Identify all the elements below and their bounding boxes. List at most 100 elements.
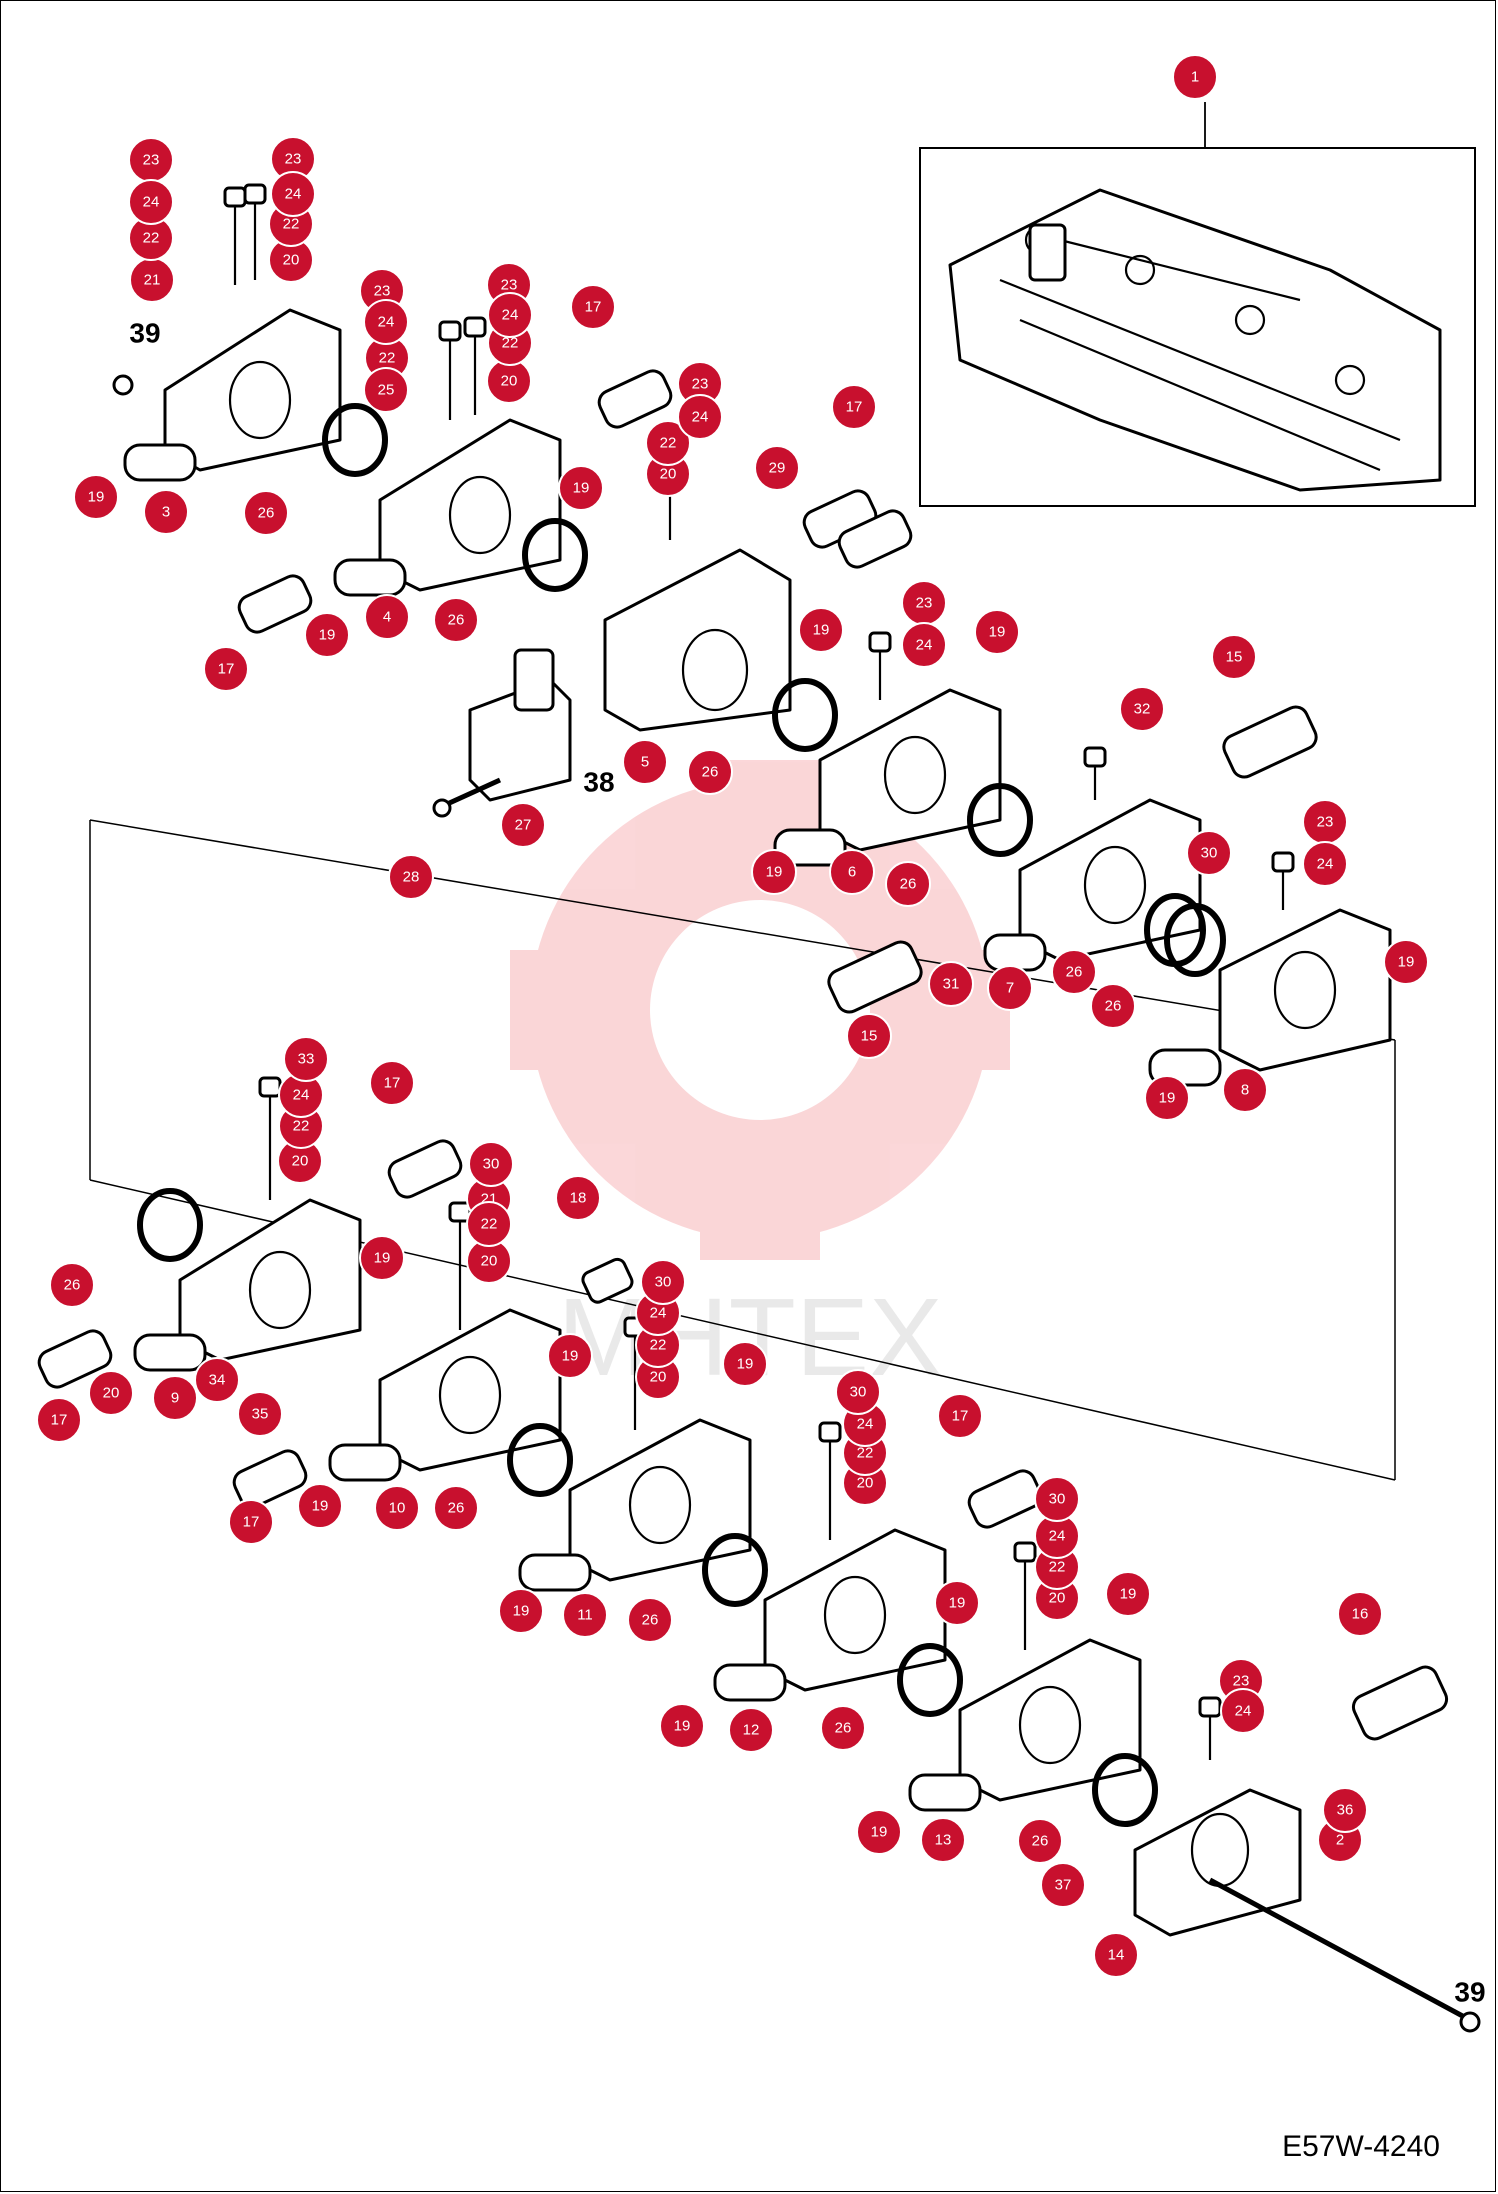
- callout-badge-24: 24: [1302, 841, 1348, 887]
- svg-text:10: 10: [389, 1500, 406, 1517]
- drawing-code: E57W-4240: [1282, 2130, 1440, 2163]
- callout-number-38: 38: [583, 767, 614, 798]
- svg-text:22: 22: [481, 1216, 498, 1233]
- callout-badge-19: 19: [751, 849, 797, 895]
- callout-badge-26: 26: [1090, 983, 1136, 1029]
- callout-badge-28: 28: [388, 854, 434, 900]
- callout-badge-30: 30: [835, 1369, 881, 1415]
- callout-badge-19: 19: [1144, 1075, 1190, 1121]
- callout-badge-17: 17: [369, 1060, 415, 1106]
- svg-text:19: 19: [871, 1824, 888, 1841]
- valve-section-14: [1133, 1788, 1481, 2033]
- svg-text:26: 26: [1105, 998, 1122, 1015]
- callout-badges: 1345678910111213142151516171717171717171…: [36, 54, 1429, 1978]
- callout-badge-22: 22: [128, 215, 174, 261]
- callout-badge-26: 26: [433, 597, 479, 643]
- callout-badge-24: 24: [363, 299, 409, 345]
- callout-badge-22: 22: [466, 1201, 512, 1247]
- callout-badge-19: 19: [1383, 939, 1429, 985]
- valve-section-5: [468, 548, 792, 802]
- svg-text:7: 7: [1006, 980, 1014, 997]
- svg-text:24: 24: [1317, 856, 1334, 873]
- valve-section-6: [773, 688, 1002, 867]
- svg-text:19: 19: [88, 489, 105, 506]
- callout-badge-24: 24: [270, 171, 316, 217]
- svg-text:19: 19: [674, 1718, 691, 1735]
- o-rings: [137, 403, 1226, 1827]
- callout-badge-35: 35: [237, 1391, 283, 1437]
- svg-text:23: 23: [501, 277, 518, 294]
- callout-badge-24: 24: [278, 1072, 324, 1118]
- callout-badge-26: 26: [433, 1485, 479, 1531]
- callout-badge-26: 26: [49, 1262, 95, 1308]
- callout-badge-16: 16: [1337, 1591, 1383, 1637]
- callout-badge-19: 19: [297, 1483, 343, 1529]
- svg-text:20: 20: [1049, 1590, 1066, 1607]
- callout-badge-20: 20: [466, 1238, 512, 1284]
- callout-badge-3: 3: [143, 489, 189, 535]
- callout-badge-24: 24: [128, 179, 174, 225]
- callout-badge-24: 24: [487, 292, 533, 338]
- valve-section-3: [123, 308, 342, 482]
- svg-text:26: 26: [1032, 1833, 1049, 1850]
- valve-section-8: [1148, 908, 1392, 1087]
- callout-badge-19: 19: [558, 465, 604, 511]
- svg-text:18: 18: [570, 1190, 587, 1207]
- svg-text:22: 22: [283, 216, 300, 233]
- svg-text:3: 3: [162, 504, 170, 521]
- svg-text:23: 23: [1233, 1673, 1250, 1690]
- svg-text:20: 20: [103, 1385, 120, 1402]
- svg-text:22: 22: [143, 230, 160, 247]
- svg-text:19: 19: [374, 1250, 391, 1267]
- svg-text:23: 23: [374, 283, 391, 300]
- callout-badge-20: 20: [277, 1138, 323, 1184]
- svg-text:19: 19: [319, 627, 336, 644]
- callout-badge-26: 26: [885, 861, 931, 907]
- valve-section-11: [518, 1418, 752, 1592]
- callout-badge-26: 26: [820, 1705, 866, 1751]
- callout-badge-17: 17: [937, 1393, 983, 1439]
- svg-text:35: 35: [252, 1406, 269, 1423]
- svg-text:37: 37: [1055, 1877, 1072, 1894]
- svg-text:23: 23: [143, 152, 160, 169]
- svg-text:24: 24: [1049, 1528, 1066, 1545]
- svg-text:32: 32: [1134, 701, 1151, 718]
- relief-valve-cartridges: [37, 369, 1449, 1741]
- callout-badge-19: 19: [798, 607, 844, 653]
- callout-badge-37: 37: [1040, 1862, 1086, 1908]
- svg-text:22: 22: [379, 350, 396, 367]
- svg-text:36: 36: [1337, 1802, 1354, 1819]
- callout-badge-19: 19: [304, 612, 350, 658]
- svg-text:20: 20: [650, 1369, 667, 1386]
- callout-badge-24: 24: [1220, 1688, 1266, 1734]
- svg-text:29: 29: [769, 460, 786, 477]
- svg-text:26: 26: [900, 876, 917, 893]
- svg-text:14: 14: [1108, 1947, 1125, 1964]
- svg-text:9: 9: [171, 1390, 179, 1407]
- callout-badge-17: 17: [228, 1499, 274, 1545]
- bolts: [112, 374, 502, 818]
- svg-text:22: 22: [1049, 1559, 1066, 1576]
- valve-section-12: [713, 1528, 947, 1702]
- svg-text:19: 19: [1120, 1586, 1137, 1603]
- callout-badge-32: 32: [1119, 686, 1165, 732]
- callout-badge-19: 19: [974, 609, 1020, 655]
- svg-text:17: 17: [952, 1408, 969, 1425]
- callout-badge-20: 20: [635, 1354, 681, 1400]
- callout-badge-12: 12: [728, 1707, 774, 1753]
- callout-badge-21: 21: [129, 257, 175, 303]
- svg-text:16: 16: [1352, 1606, 1369, 1623]
- callout-badge-18: 18: [555, 1175, 601, 1221]
- callout-badge-26: 26: [1017, 1818, 1063, 1864]
- svg-text:27: 27: [515, 817, 532, 834]
- callout-badge-17: 17: [203, 646, 249, 692]
- svg-text:20: 20: [501, 373, 518, 390]
- callout-badge-15: 15: [1211, 634, 1257, 680]
- svg-text:19: 19: [1159, 1090, 1176, 1107]
- callout-badge-25: 25: [363, 367, 409, 413]
- callout-badge-30: 30: [1034, 1476, 1080, 1522]
- svg-text:24: 24: [857, 1416, 874, 1433]
- svg-text:13: 13: [935, 1832, 952, 1849]
